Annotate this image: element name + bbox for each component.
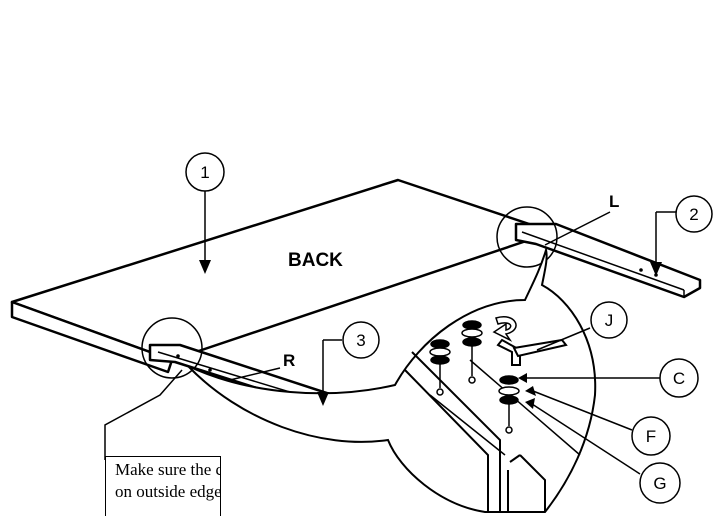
cleat-r-label: R xyxy=(283,351,295,370)
detail-circle-right xyxy=(496,206,558,268)
hardware-f-label: F xyxy=(646,427,656,446)
bolt-2 xyxy=(461,320,483,384)
callout-1-label: 1 xyxy=(200,163,209,182)
callout-G xyxy=(639,462,681,504)
callout-3-label: 3 xyxy=(356,331,365,350)
callout-2-label: 2 xyxy=(689,205,698,224)
callout-1 xyxy=(185,152,225,192)
cleat-l-label: L xyxy=(609,192,619,211)
callout-F xyxy=(631,416,671,456)
callout-C xyxy=(659,358,699,398)
panel-back-label: BACK xyxy=(288,250,343,271)
note-line-1: Make sure the cleat is xyxy=(115,460,220,479)
callout-2 xyxy=(675,195,713,233)
callout-J xyxy=(590,301,628,339)
back-panel-edge xyxy=(10,300,174,374)
detail-circle-left xyxy=(141,317,203,379)
hardware-c-label: C xyxy=(673,369,685,388)
note-line-2: on outside edge xyxy=(115,482,221,501)
hardware-g-label: G xyxy=(653,474,666,493)
bolt-1 xyxy=(429,339,451,396)
hardware-j-label: J xyxy=(605,311,614,330)
rotate-arrow-icon xyxy=(492,316,517,342)
bolt-3 xyxy=(498,375,520,434)
cleat-note-box: Make sure the cleat is on outside edge xyxy=(105,456,221,516)
callout-3 xyxy=(342,321,380,359)
